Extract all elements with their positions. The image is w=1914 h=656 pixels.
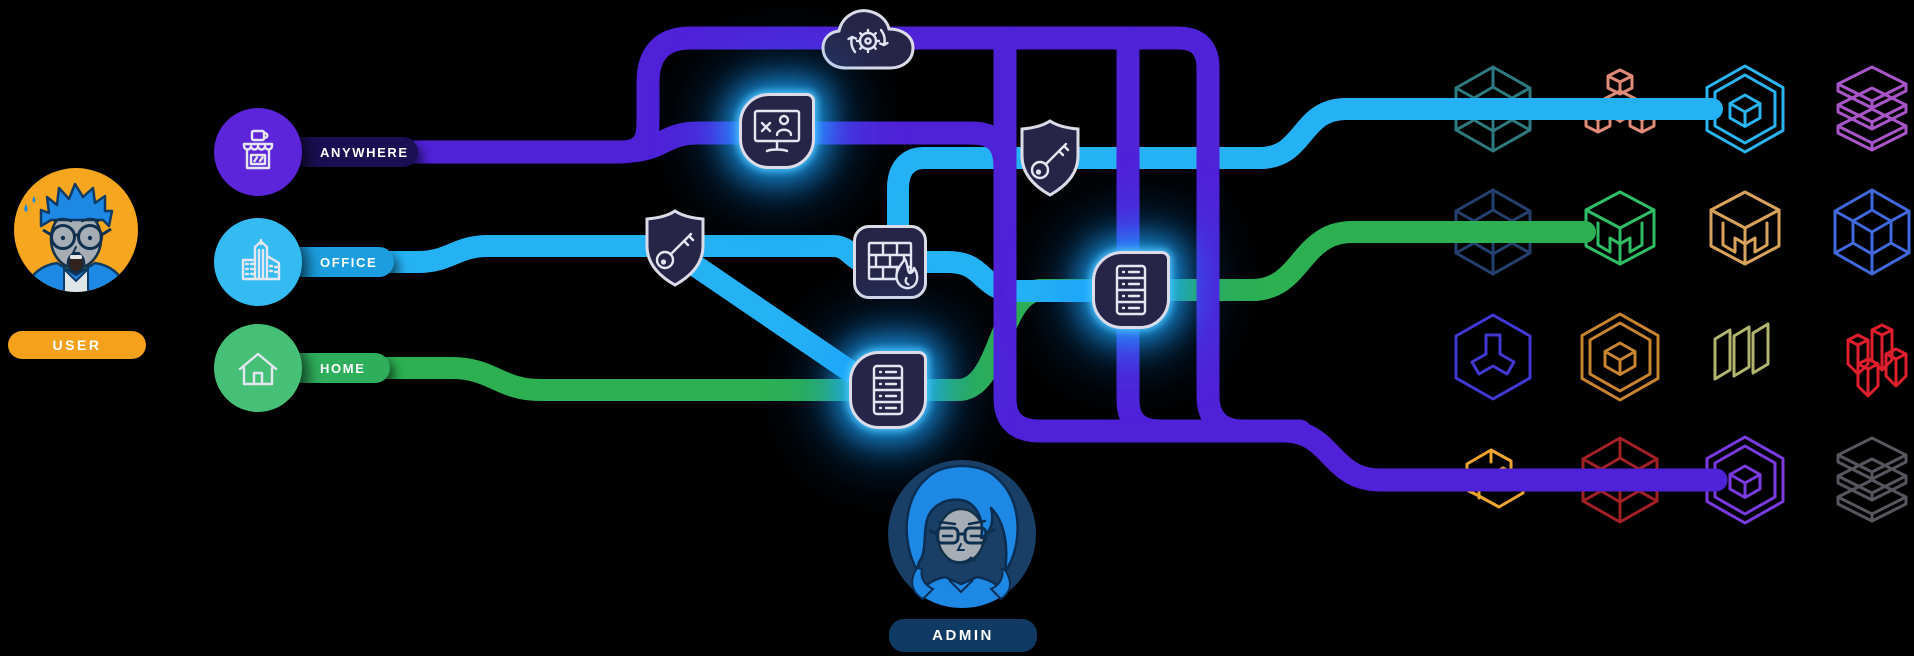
server-rack-icon [1092,251,1170,329]
source-office [214,218,302,306]
cloud-sync-gear-icon [821,9,915,70]
user-avatar [8,160,144,305]
home-label: HOME [320,360,366,376]
monitor-user-block-icon [739,93,815,169]
user-badge: USER [8,331,146,359]
route-anywhere-purple [284,26,1728,492]
server-rack-icon [849,351,927,429]
source-home [214,324,302,412]
firewall-flame-icon [853,225,927,299]
anywhere-label: ANYWHERE [320,144,409,160]
office-buildings-icon [241,238,281,281]
admin-badge: ADMIN [889,619,1037,652]
shield-key-icon [645,209,705,287]
cafe-storefront-icon [242,129,274,170]
house-icon [238,352,278,386]
office-label: OFFICE [320,254,378,270]
admin-avatar [877,442,1049,629]
source-anywhere [214,108,302,196]
admin-badge-label: ADMIN [932,627,994,644]
shield-key-icon [1020,119,1080,197]
user-badge-label: USER [52,337,102,353]
